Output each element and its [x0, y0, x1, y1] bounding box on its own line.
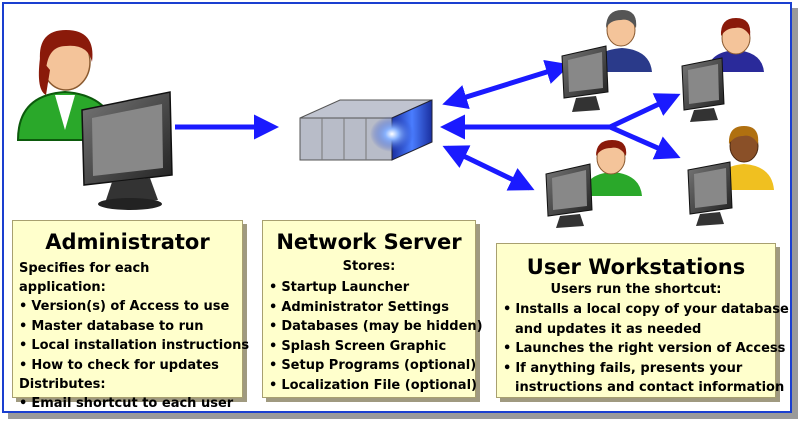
administrator-monitor-icon	[81, 91, 173, 210]
frame-shadow-bottom	[8, 413, 798, 419]
network-server-stores-label: Stores:	[342, 259, 396, 274]
user-workstations-box: User Workstations Users run the shortcut…	[496, 243, 789, 398]
list-item: Administrator Settings	[269, 298, 469, 318]
administrator-specifies-label: Specifies for each application:	[19, 261, 150, 295]
administrator-title: Administrator	[45, 230, 210, 254]
list-item: Startup Launcher	[269, 278, 469, 298]
administrator-person-icon	[16, 30, 122, 141]
user-workstation-4-icon	[687, 126, 774, 226]
network-server-list: Startup Launcher Administrator Settings …	[269, 278, 482, 396]
user-workstation-3-icon	[545, 140, 642, 228]
user-workstations-list: Installs a local copy of your database a…	[503, 300, 789, 398]
frame-shadow-right	[792, 8, 798, 419]
list-item: and updates it as needed	[515, 321, 702, 337]
list-item: Installs a local copy of your database	[503, 300, 789, 320]
administrator-distributes-list: Email shortcut to each user	[19, 394, 236, 414]
network-server-title: Network Server	[276, 230, 462, 254]
server-user-arrows	[440, 60, 681, 191]
list-item: Launches the right version of Access	[503, 339, 785, 359]
list-item: Setup Programs (optional)	[269, 356, 476, 376]
list-item: If anything fails, presents your	[503, 359, 769, 379]
list-item: Email shortcut to each user	[19, 394, 236, 414]
user-workstations-title: User Workstations	[526, 255, 746, 279]
list-item: How to check for updates	[19, 356, 236, 376]
network-server-icon	[299, 99, 433, 161]
list-item: Local installation instructions	[19, 336, 249, 356]
network-server-box: Network Server Stores: Startup Launcher …	[262, 220, 483, 398]
list-item: Master database to run	[19, 317, 236, 337]
user-workstations-subtitle: Users run the shortcut:	[550, 282, 722, 297]
list-item: Version(s) of Access to use	[19, 297, 236, 317]
administrator-box: Administrator Specifies for each applica…	[12, 220, 249, 411]
administrator-specifies-list: Version(s) of Access to use Master datab…	[19, 297, 249, 376]
list-item: Splash Screen Graphic	[269, 337, 469, 357]
user-workstation-1-icon	[561, 10, 652, 112]
user-workstation-2-icon	[681, 18, 764, 122]
administrator-distributes-label: Distributes:	[19, 377, 106, 392]
list-item: instructions and contact information	[515, 380, 785, 395]
list-item: Localization File (optional)	[269, 376, 477, 396]
list-item: Databases (may be hidden)	[269, 317, 482, 337]
